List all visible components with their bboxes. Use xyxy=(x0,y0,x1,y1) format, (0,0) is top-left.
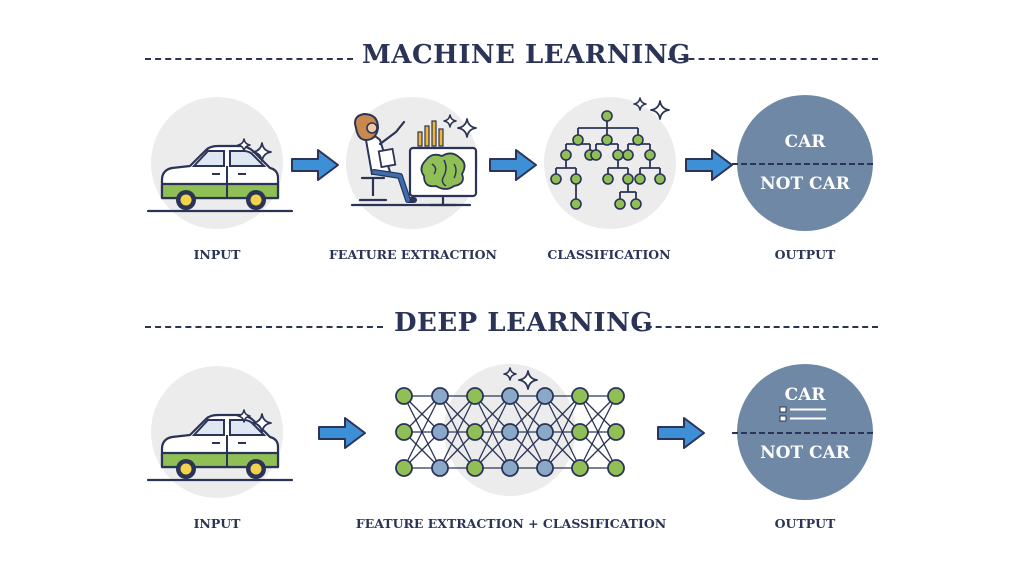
network-neuron xyxy=(395,387,413,405)
network-edge xyxy=(579,395,617,469)
network-neuron xyxy=(607,387,625,405)
network-neuron xyxy=(501,387,519,405)
network-edge xyxy=(544,395,581,469)
ml-label-output: OUTPUT xyxy=(774,247,836,262)
decision-tree-nodes xyxy=(550,110,666,210)
ml-divider-left xyxy=(145,58,353,60)
ml-arrow-icon-2 xyxy=(489,149,537,181)
network-edge xyxy=(439,395,476,469)
bar-chart-icon xyxy=(417,120,444,147)
ml-title: MACHINE LEARNING xyxy=(362,40,691,70)
network-edge xyxy=(509,395,546,469)
dl-divider-left xyxy=(145,326,383,328)
ml-output-not-car: NOT CAR xyxy=(760,174,850,194)
network-neuron xyxy=(571,459,589,477)
network-neuron xyxy=(395,459,413,477)
network-neuron xyxy=(536,459,554,477)
dl-output-not-car: NOT CAR xyxy=(760,443,850,463)
network-neuron xyxy=(466,387,484,405)
dl-arrow-icon-2 xyxy=(657,417,705,449)
brain-icon xyxy=(420,152,466,190)
dl-output-car: CAR xyxy=(784,385,826,405)
dl-label-output: OUTPUT xyxy=(774,516,836,531)
network-neuron xyxy=(466,423,484,441)
network-neuron xyxy=(536,423,554,441)
network-neuron xyxy=(431,423,449,441)
network-neuron xyxy=(466,459,484,477)
ml-arrow-icon-1 xyxy=(291,149,339,181)
neural-network-icon xyxy=(395,387,625,477)
network-neuron xyxy=(536,387,554,405)
network-neuron xyxy=(501,459,519,477)
network-neuron xyxy=(395,423,413,441)
ml-divider-right xyxy=(668,58,878,60)
dl-label-feature-extraction-classification: FEATURE EXTRACTION + CLASSIFICATION xyxy=(355,516,667,531)
ml-classification-backdrop xyxy=(544,97,676,229)
network-neuron xyxy=(431,387,449,405)
ml-arrow-icon-3 xyxy=(685,149,733,181)
ml-output-car: CAR xyxy=(784,132,826,152)
dl-arrow-icon-1 xyxy=(318,417,366,449)
person-at-computer-icon xyxy=(350,112,472,207)
dl-label-input: INPUT xyxy=(193,516,241,531)
ml-label-classification: CLASSIFICATION xyxy=(547,247,671,262)
network-neuron xyxy=(607,459,625,477)
network-neuron xyxy=(571,423,589,441)
network-edge xyxy=(403,395,441,469)
network-edge xyxy=(474,395,511,469)
ml-label-feature-extraction: FEATURE EXTRACTION xyxy=(329,247,497,262)
ml-label-input: INPUT xyxy=(193,247,241,262)
dl-title: DEEP LEARNING xyxy=(394,308,654,338)
network-neuron xyxy=(571,387,589,405)
network-neuron xyxy=(501,423,519,441)
dl-divider-right xyxy=(636,326,878,328)
network-neuron xyxy=(431,459,449,477)
network-neuron xyxy=(607,423,625,441)
checklist-icon xyxy=(779,406,826,422)
